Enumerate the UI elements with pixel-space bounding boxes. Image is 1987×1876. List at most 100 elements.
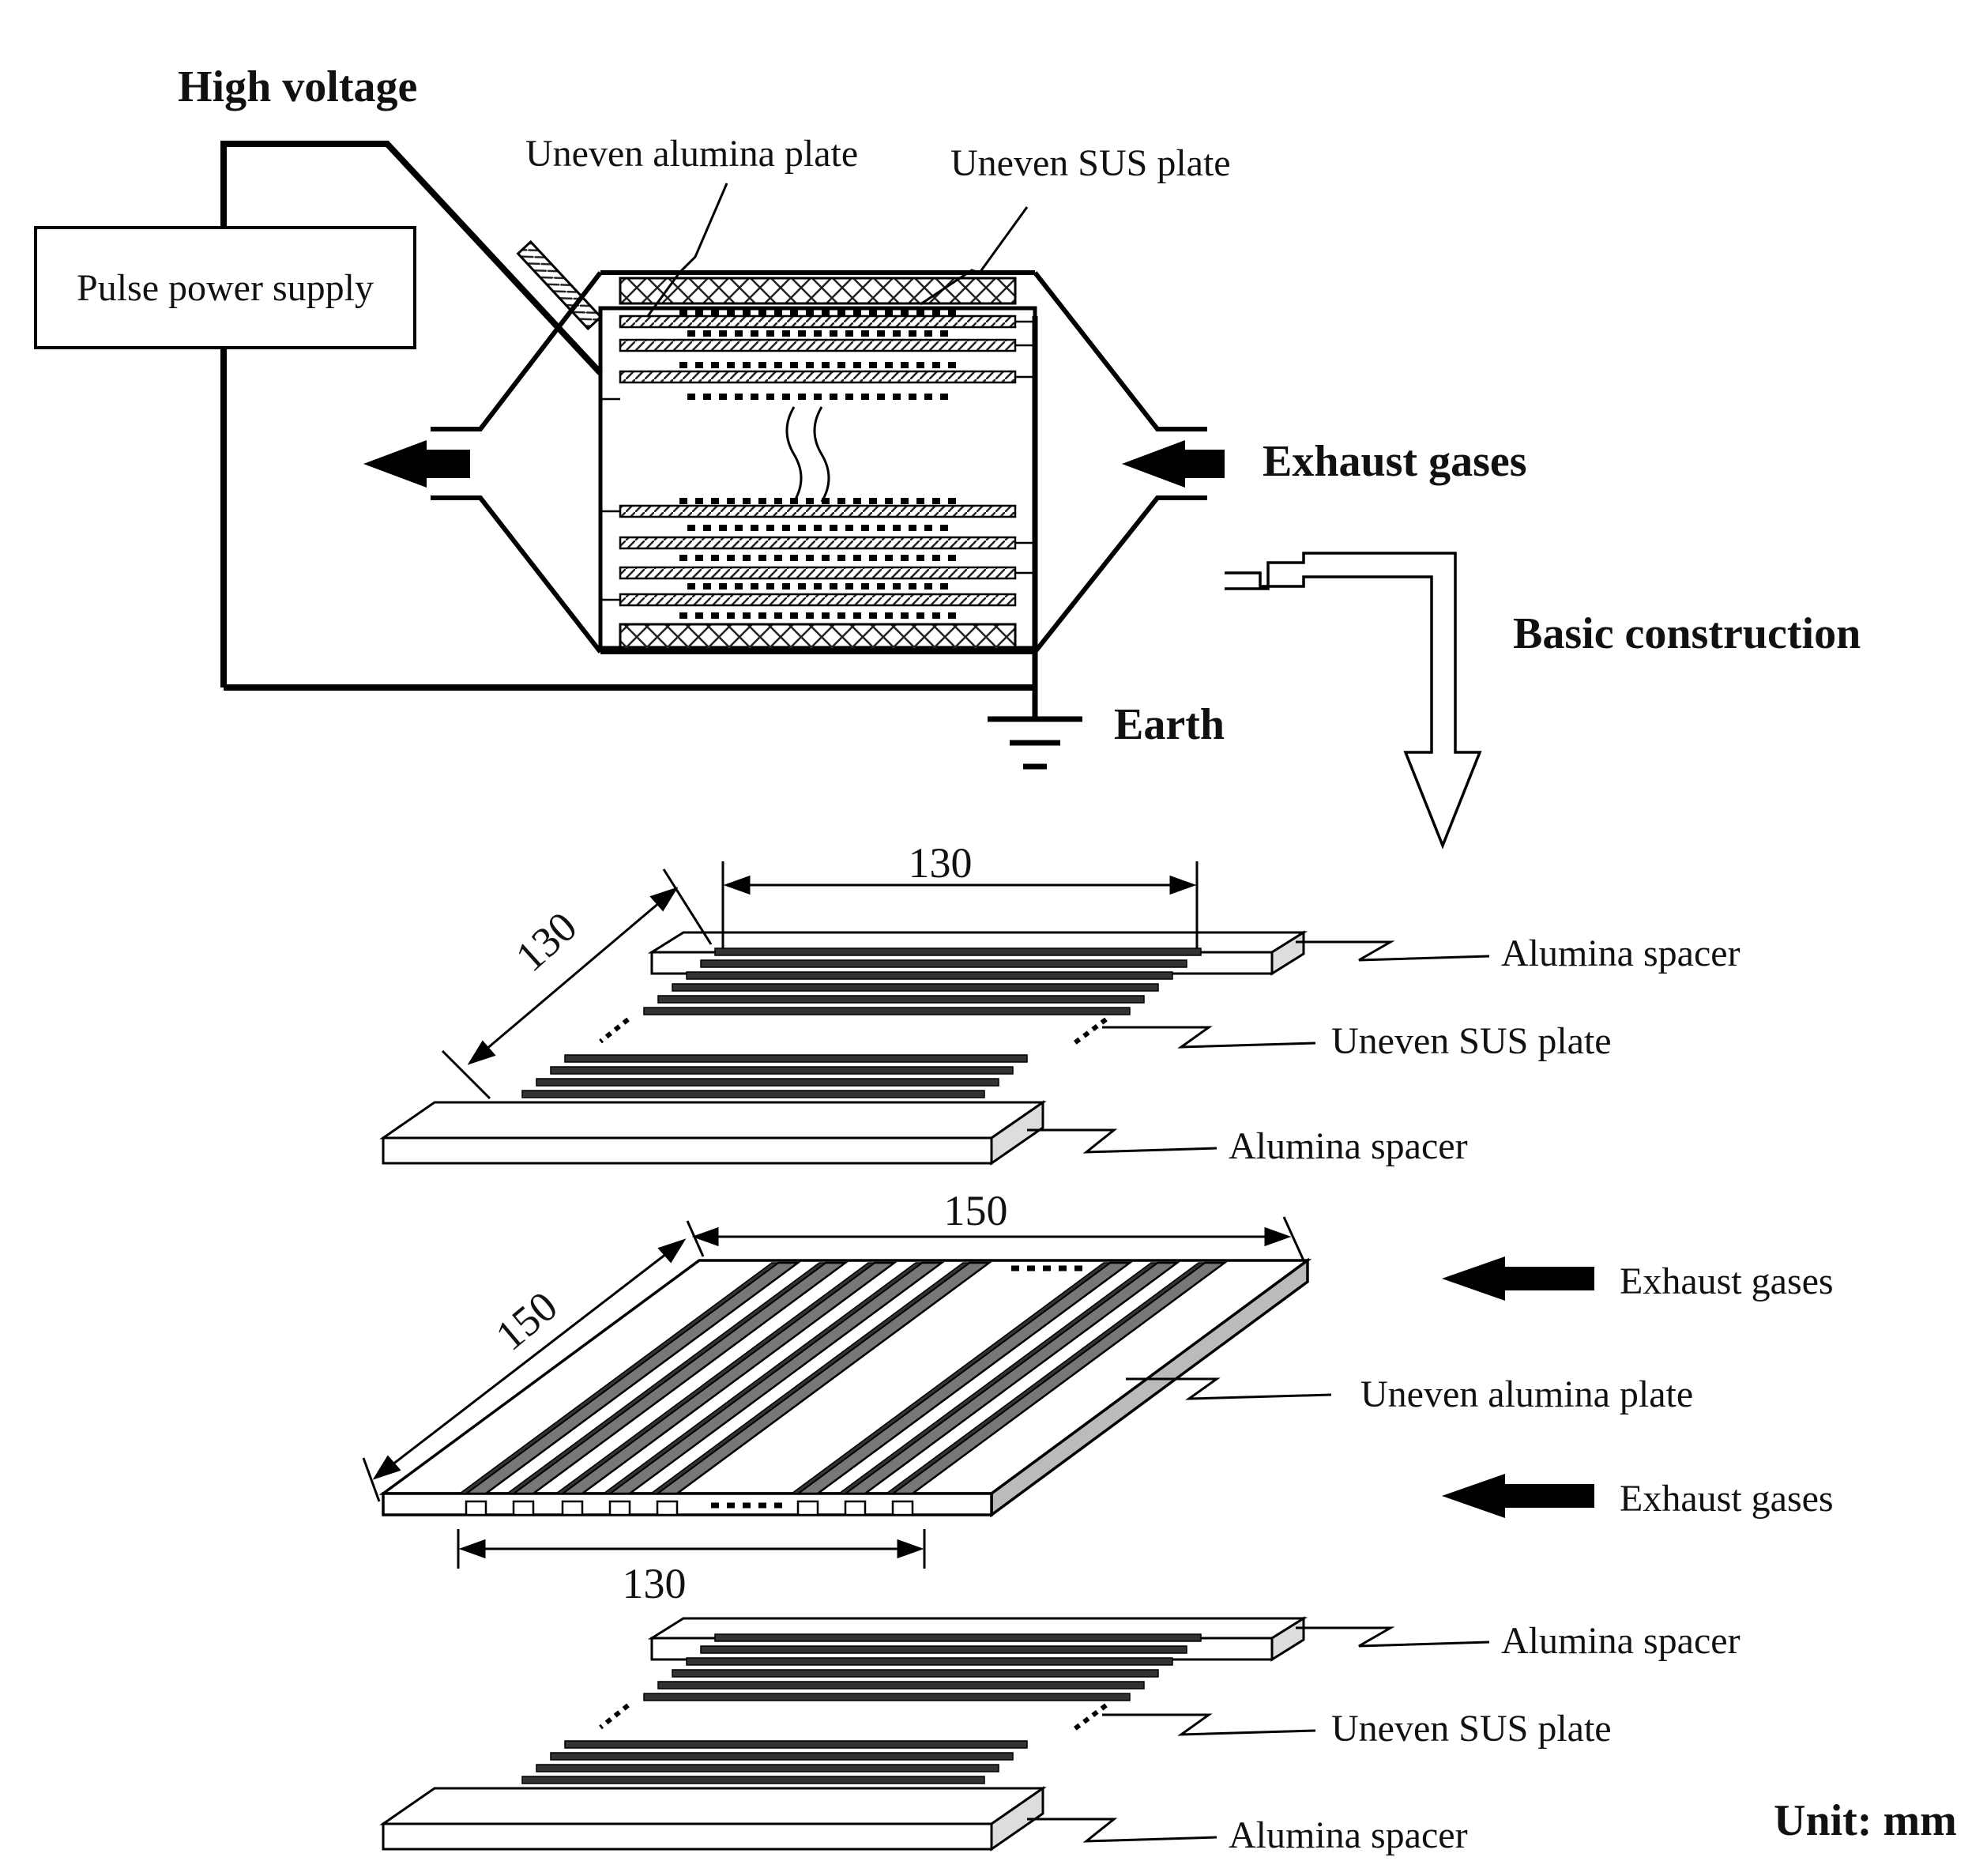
sus-electrode-tooth	[853, 498, 861, 504]
sus-electrode-tooth	[837, 498, 845, 504]
sus-electrode-tooth	[932, 310, 940, 316]
sus-electrode-tooth	[766, 394, 774, 400]
sus-electrode-tooth	[845, 330, 853, 337]
sus-strip	[521, 1090, 985, 1098]
sus-electrode-tooth	[822, 362, 830, 368]
sus-electrode-tooth	[703, 525, 711, 531]
sus-electrode-tooth	[695, 498, 703, 504]
sus-electrode-tooth	[687, 583, 695, 590]
sus-electrode-tooth	[885, 612, 893, 619]
sus-electrode-tooth	[806, 310, 814, 316]
sus-electrode-tooth	[719, 525, 727, 531]
sus-electrode-tooth	[830, 525, 837, 531]
sus-electrode-tooth	[727, 498, 735, 504]
groove-notch	[656, 1500, 679, 1516]
unit-label: Unit: mm	[1774, 1796, 1957, 1845]
sus-electrode-tooth	[909, 525, 916, 531]
sus-electrode-tooth	[798, 330, 806, 337]
exhaust-arrow-icon-upper	[1442, 1256, 1594, 1301]
sus-electrode-tooth	[711, 310, 719, 316]
sus-electrode-tooth	[727, 555, 735, 561]
sus-electrode-tooth	[719, 330, 727, 337]
sus-electrode-tooth	[901, 310, 909, 316]
sus-electrode-tooth	[948, 555, 956, 561]
sus-electrode-tooth	[814, 583, 822, 590]
upper-width-dimension: 130	[909, 839, 973, 887]
upper-stack-leaders	[1027, 940, 1490, 1154]
alumina-spacer-block	[619, 277, 1017, 305]
sus-electrode-tooth	[822, 498, 830, 504]
uneven-alumina-plate	[378, 1257, 1312, 1518]
alumina-spacer-block	[619, 623, 1017, 651]
sus-electrode-tooth	[861, 583, 869, 590]
sus-electrode-tooth	[695, 555, 703, 561]
sus-electrode-tooth	[932, 612, 940, 619]
sus-electrode-tooth	[893, 525, 901, 531]
sus-electrode-tooth	[916, 362, 924, 368]
sus-electrode-tooth	[679, 612, 687, 619]
exhaust-gases-label-lower: Exhaust gases	[1620, 1478, 1834, 1520]
sus-electrode-tooth	[735, 583, 743, 590]
sus-electrode-tooth	[893, 394, 901, 400]
groove-notch	[512, 1500, 535, 1516]
hatched-plate	[619, 315, 1017, 329]
sus-electrode-tooth	[853, 362, 861, 368]
uneven-sus-plate-label: Uneven SUS plate	[950, 142, 1231, 184]
sus-electrode-tooth	[806, 362, 814, 368]
sus-strip	[686, 971, 1173, 980]
leader-alumina-plate-2	[1126, 1377, 1332, 1400]
sus-electrode-tooth	[774, 310, 782, 316]
sus-electrode-tooth	[782, 330, 790, 337]
groove-notch	[844, 1500, 867, 1516]
sus-electrode-tooth	[901, 498, 909, 504]
upper-sus-stack	[379, 930, 1308, 1166]
sus-electrode-tooth	[751, 525, 758, 531]
sus-electrode-tooth	[774, 555, 782, 561]
sus-electrode-tooth	[703, 583, 711, 590]
groove-shadow	[649, 1262, 972, 1494]
sus-electrode-tooth	[735, 330, 743, 337]
lower-stack-leaders	[1027, 1626, 1490, 1843]
groove-shadow	[601, 1262, 924, 1494]
sus-strip	[686, 1657, 1173, 1666]
high-voltage-label: High voltage	[178, 62, 417, 111]
sus-electrode-tooth	[774, 612, 782, 619]
hatched-plate	[619, 338, 1017, 352]
sus-electrode-tooth	[758, 362, 766, 368]
sus-electrode-tooth	[916, 555, 924, 561]
earth-symbol-icon	[988, 716, 1082, 770]
alumina-plate-front-face	[382, 1492, 993, 1516]
sus-electrode-tooth	[916, 310, 924, 316]
sus-strip	[657, 995, 1145, 1004]
sus-electrode-tooth	[845, 394, 853, 400]
leader-alumina-plate	[646, 183, 728, 317]
sus-electrode-tooth	[679, 310, 687, 316]
sus-strip	[700, 959, 1187, 968]
sus-electrode-tooth	[695, 612, 703, 619]
sus-electrode-tooth	[901, 362, 909, 368]
gap-wavy-lines	[785, 406, 830, 503]
alumina-spacer-label-2: Alumina spacer	[1229, 1125, 1468, 1167]
sus-electrode-tooth	[695, 310, 703, 316]
alumina-spacer-bar	[990, 1786, 1044, 1852]
sus-electrode-tooth	[782, 583, 790, 590]
sus-electrode-tooth	[774, 362, 782, 368]
sus-electrode-tooth	[814, 330, 822, 337]
sus-electrode-tooth	[719, 583, 727, 590]
sus-electrode-tooth	[822, 612, 830, 619]
sus-electrode-tooth	[782, 525, 790, 531]
sus-electrode-tooth	[861, 330, 869, 337]
sus-electrode-tooth	[687, 394, 695, 400]
alumina-spacer-label-1: Alumina spacer	[1501, 932, 1741, 974]
groove-shadow	[457, 1262, 781, 1494]
sus-electrode-tooth	[845, 583, 853, 590]
sus-electrode-tooth	[924, 525, 932, 531]
sus-electrode-tooth	[814, 394, 822, 400]
earth-label: Earth	[1114, 700, 1225, 749]
sus-electrode-tooth	[940, 583, 948, 590]
sus-electrode-tooth	[743, 362, 751, 368]
sus-electrode-tooth	[790, 555, 798, 561]
sus-strip	[672, 1669, 1159, 1678]
sus-strip	[536, 1764, 999, 1772]
groove-shadow	[837, 1262, 1160, 1494]
